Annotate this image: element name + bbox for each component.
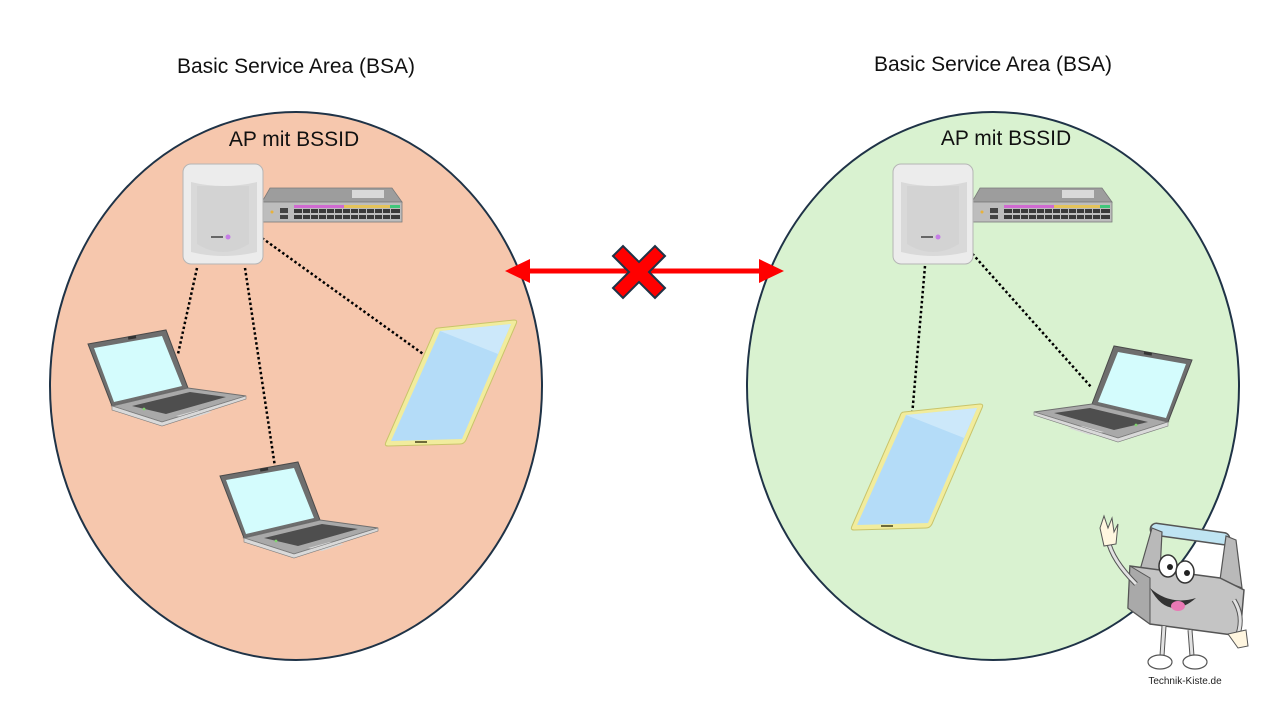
link-ap-phone (910, 265, 927, 417)
watermark-text: Technik-Kiste.de (1148, 676, 1222, 687)
bsa-right-title: Basic Service Area (BSA) (874, 53, 1112, 76)
bsa-left-coverage-area (49, 111, 543, 661)
network-switch-icon (971, 187, 1113, 223)
link-ap-laptop (968, 249, 1093, 389)
arrow-head-left (505, 259, 530, 283)
bsa-left-title: Basic Service Area (BSA) (177, 55, 415, 78)
technik-kiste-mascot: Technik-Kiste.de (1099, 514, 1249, 687)
bsa-right: Basic Service Area (BSA) AP mit BSSID (746, 53, 1240, 661)
bsa-left-wireless-links (176, 236, 438, 501)
blocked-connection (505, 245, 784, 299)
bsa-right-wireless-links (910, 249, 1093, 417)
bsa-right-ap-label: AP mit BSSID (941, 127, 1071, 150)
access-point-icon (182, 163, 264, 265)
bsa-left: Basic Service Area (BSA) AP mit BSSID (49, 55, 543, 661)
access-point-icon (892, 163, 974, 265)
network-switch-icon (261, 187, 403, 223)
arrow-head-right (759, 259, 784, 283)
link-ap-laptop-2 (243, 267, 282, 501)
bsa-left-ap-label: AP mit BSSID (229, 128, 359, 151)
link-ap-phone (261, 236, 438, 366)
